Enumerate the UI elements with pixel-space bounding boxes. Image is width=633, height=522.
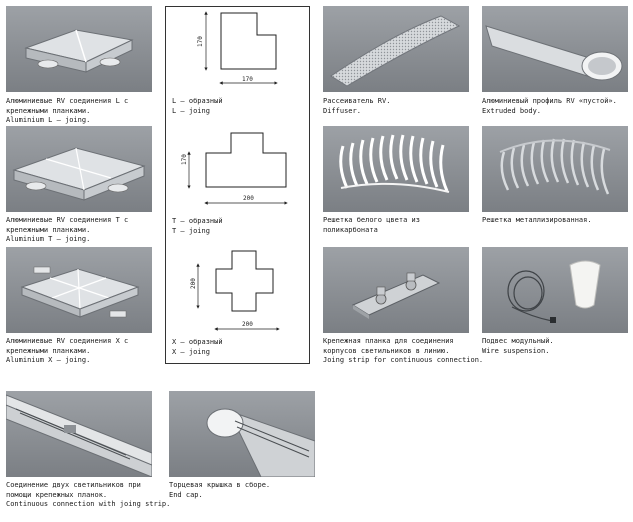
l-drawing-label: L – образный L – joing <box>172 97 223 115</box>
wire-suspension-photo <box>482 247 628 333</box>
x-joint-photo <box>6 247 152 333</box>
drawing-panel: 170 170 170 200 200 200 L – образный L –… <box>165 6 310 364</box>
extruded-photo <box>482 6 628 92</box>
x-joint-caption: Алюминиевые RV соединения Х с крепежными… <box>6 337 129 365</box>
l-shape-drawing: 170 170 <box>197 11 278 85</box>
t-dim-v: 170 <box>181 154 188 165</box>
continuous-caption: Соединение двух светильников при помощи … <box>6 481 171 509</box>
end-cap-photo <box>169 391 315 477</box>
t-joint-caption: Алюминиевые RV соединения Т с крепежными… <box>6 216 129 244</box>
l-dim-v: 170 <box>197 36 204 47</box>
extruded-caption: Алюминиевый профиль RV «пустой». Extrude… <box>482 97 617 115</box>
joint-strip-photo <box>323 247 469 333</box>
l-joint-photo <box>6 6 152 92</box>
x-dim-v: 200 <box>190 278 197 289</box>
wire-suspension-caption: Подвес модульный. Wire suspension. <box>482 337 554 355</box>
end-cap-caption: Торцевая крышка в сборе. End cap. <box>169 481 271 499</box>
diffuser-photo <box>323 6 469 92</box>
x-shape-drawing: 200 200 <box>190 250 280 331</box>
x-dim-h: 200 <box>242 321 253 328</box>
t-drawing-label: T – образный T – joing <box>172 217 223 235</box>
l-joint-caption: Алюминиевые RV соединения L с крепежными… <box>6 97 129 125</box>
continuous-photo <box>6 391 152 477</box>
metal-grid-photo <box>482 126 628 212</box>
t-joint-photo <box>6 126 152 212</box>
t-shape-drawing: 170 200 <box>181 132 288 205</box>
metal-grid-caption: Решетка металлизированная. <box>482 216 592 224</box>
l-dim-h: 170 <box>242 76 253 83</box>
diffuser-caption: Рассеиватель RV. Diffuser. <box>323 97 391 115</box>
white-grid-photo <box>323 126 469 212</box>
t-dim-h: 200 <box>243 195 254 202</box>
x-drawing-label: X – образный X – joing <box>172 338 223 356</box>
white-grid-caption: Решетка белого цвета из поликарбоната <box>323 216 420 234</box>
joint-strip-caption: Крепежная планка для соединения корпусов… <box>323 337 484 365</box>
